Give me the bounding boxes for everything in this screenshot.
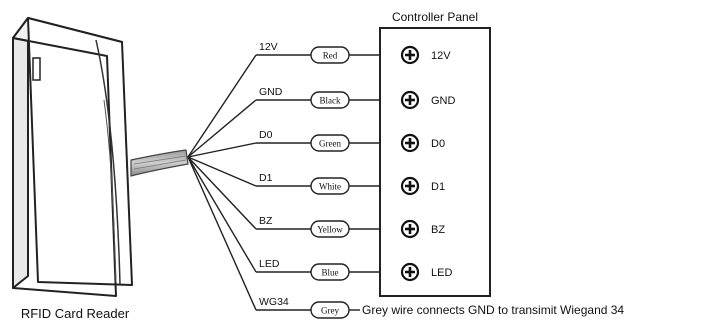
- wires: 12VRedGNDBlackD0GreenD1WhiteBZYellowLEDB…: [187, 41, 624, 319]
- terminal-label: GND: [431, 95, 456, 107]
- wire-color-pill: [310, 46, 350, 64]
- wire-branch: [187, 54, 257, 158]
- terminal: D1: [400, 176, 445, 196]
- terminal: GND: [400, 90, 456, 110]
- wire-signal-label: BZ: [259, 215, 273, 227]
- wire-signal-label: D0: [259, 129, 273, 141]
- terminal-label: D0: [431, 138, 445, 150]
- wire-signal-label: GND: [259, 86, 283, 98]
- wire-color-pill: [310, 301, 350, 319]
- wire-color-label: Blue: [322, 268, 339, 278]
- wire-signal-label: D1: [259, 172, 273, 184]
- wire-color-pill: [310, 220, 350, 238]
- wire-branch: [187, 142, 257, 158]
- wire-branch: [187, 99, 257, 158]
- wire-color-pill: [310, 177, 350, 195]
- terminal: 12V: [400, 45, 451, 65]
- cable: [130, 149, 189, 177]
- wire-color-label: Black: [320, 96, 341, 106]
- terminal: D0: [400, 133, 445, 153]
- wire-color-label: Grey: [321, 306, 339, 316]
- wire-color-label: Red: [323, 51, 338, 61]
- wiegand-note: Grey wire connects GND to transimit Wieg…: [362, 303, 624, 317]
- wire-branch: [187, 156, 257, 311]
- wire-color-label: White: [319, 182, 341, 192]
- device-label: RFID Card Reader: [21, 306, 130, 321]
- wire-color-label: Yellow: [317, 225, 343, 235]
- wire-branch: [187, 156, 257, 273]
- wire-branch: [187, 156, 257, 187]
- wire-branch: [187, 156, 257, 230]
- terminal: LED: [400, 262, 452, 282]
- reader-led-window-icon: [32, 57, 41, 81]
- wire-color-pill: [310, 134, 350, 152]
- rfid-card-reader: [12, 17, 133, 297]
- panel-title: Controller Panel: [392, 10, 478, 24]
- controller-panel: [379, 27, 491, 297]
- terminal-label: D1: [431, 181, 445, 193]
- terminal-label: LED: [431, 267, 452, 279]
- wire-signal-label: WG34: [259, 296, 289, 308]
- wire-signal-label: 12V: [259, 41, 278, 53]
- terminal-label: 12V: [431, 50, 451, 62]
- terminal: BZ: [400, 219, 445, 239]
- wire-signal-label: LED: [259, 258, 280, 270]
- wire-color-pill: [310, 91, 350, 109]
- wire-color-pill: [310, 263, 350, 281]
- terminal-label: BZ: [431, 224, 445, 236]
- wire-color-label: Green: [319, 139, 341, 149]
